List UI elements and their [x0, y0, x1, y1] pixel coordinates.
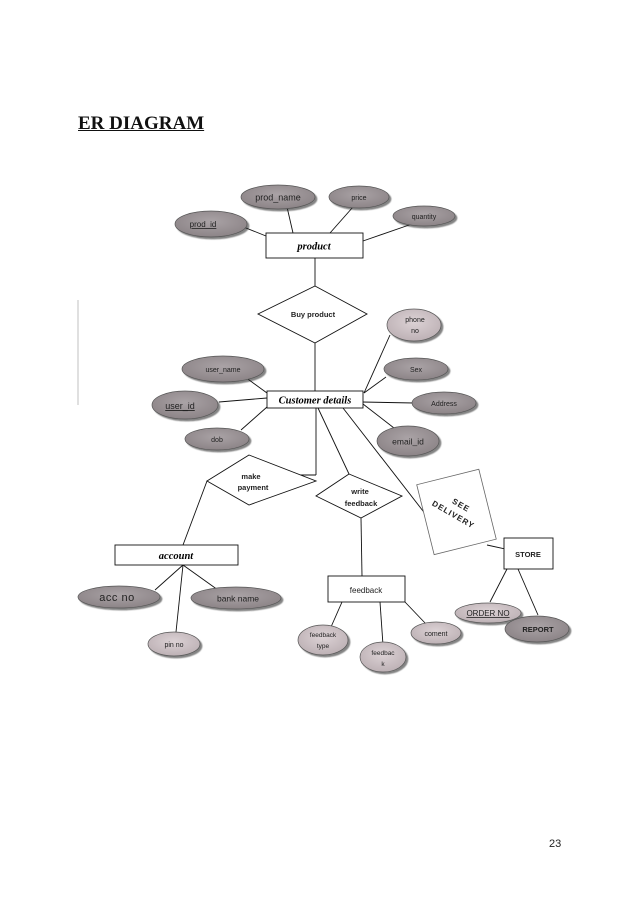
- attribute-feedback-text: feedbac k: [359, 641, 407, 673]
- svg-text:quantity: quantity: [412, 214, 437, 221]
- svg-text:feedbac: feedbac: [371, 650, 395, 657]
- attribute-user-id: user_id: [151, 390, 219, 420]
- relationship-make-payment: make payment: [206, 454, 318, 506]
- entity-store: STORE: [503, 537, 554, 570]
- attribute-order-no: ORDER NO: [454, 602, 522, 624]
- relationship-write-label-2: feedback: [345, 499, 378, 508]
- entity-store-label: STORE: [515, 550, 541, 559]
- svg-text:type: type: [317, 643, 330, 650]
- svg-text:email_id: email_id: [392, 437, 424, 447]
- entity-account-label: account: [159, 551, 195, 562]
- attribute-user-name: user_name: [181, 355, 265, 383]
- relationship-buy-product: Buy product: [256, 285, 368, 344]
- relationship-write-label-1: write: [350, 487, 369, 496]
- attribute-pin-no: pin no: [147, 631, 201, 657]
- svg-text:coment: coment: [425, 631, 448, 638]
- entity-feedback-label: feedback: [350, 586, 383, 595]
- relationship-payment-label-1: make: [241, 472, 260, 481]
- attribute-dob: dob: [184, 427, 250, 451]
- entity-product-label: product: [296, 242, 331, 253]
- attribute-email-id: email_id: [376, 425, 440, 457]
- page-number: 23: [549, 838, 562, 850]
- entity-account: account: [114, 544, 239, 566]
- attribute-address: Address: [411, 391, 477, 415]
- attribute-sex: Sex: [383, 357, 449, 381]
- svg-text:ORDER NO: ORDER NO: [466, 609, 509, 618]
- svg-text:prod_id: prod_id: [190, 220, 217, 229]
- svg-text:no: no: [411, 328, 419, 335]
- svg-text:price: price: [351, 195, 366, 202]
- attribute-prod-name: prod_name: [240, 184, 316, 210]
- svg-text:REPORT: REPORT: [522, 625, 554, 634]
- svg-text:dob: dob: [211, 437, 223, 444]
- attribute-bank-name: bank name: [190, 586, 282, 610]
- connector-lines: [154, 206, 539, 646]
- attribute-report: REPORT: [504, 615, 570, 643]
- attribute-feedback-type: feedback type: [297, 624, 349, 656]
- see-delivery-note: SEE DELIVERY: [416, 468, 497, 556]
- page-title: ER DIAGRAM: [78, 113, 205, 134]
- attribute-quantity: quantity: [392, 205, 456, 227]
- entity-product: product: [265, 232, 364, 259]
- svg-text:phone: phone: [405, 317, 425, 324]
- attribute-prod-id: prod_id: [174, 210, 248, 238]
- svg-text:k: k: [381, 661, 385, 668]
- entity-customer-details: Customer details: [266, 390, 364, 409]
- attribute-acc-no: acc no: [77, 585, 161, 609]
- svg-text:Address: Address: [431, 401, 457, 408]
- attribute-coment: coment: [410, 621, 462, 645]
- relationship-payment-label-2: payment: [238, 483, 269, 492]
- svg-text:acc no: acc no: [99, 592, 134, 604]
- attribute-price: price: [328, 185, 390, 209]
- relationship-write-feedback: write feedback: [315, 473, 404, 519]
- relationship-buy-label: Buy product: [291, 310, 336, 319]
- svg-text:user_name: user_name: [205, 367, 240, 374]
- svg-text:prod_name: prod_name: [255, 193, 301, 203]
- svg-text:user_id: user_id: [165, 401, 195, 411]
- svg-text:bank name: bank name: [217, 594, 259, 604]
- attribute-phone-no: phone no: [386, 308, 442, 342]
- entity-feedback: feedback: [327, 575, 406, 603]
- svg-text:pin no: pin no: [164, 642, 183, 649]
- svg-text:feedback: feedback: [310, 632, 337, 639]
- svg-text:Sex: Sex: [410, 367, 423, 374]
- entity-customer-label: Customer details: [279, 396, 352, 407]
